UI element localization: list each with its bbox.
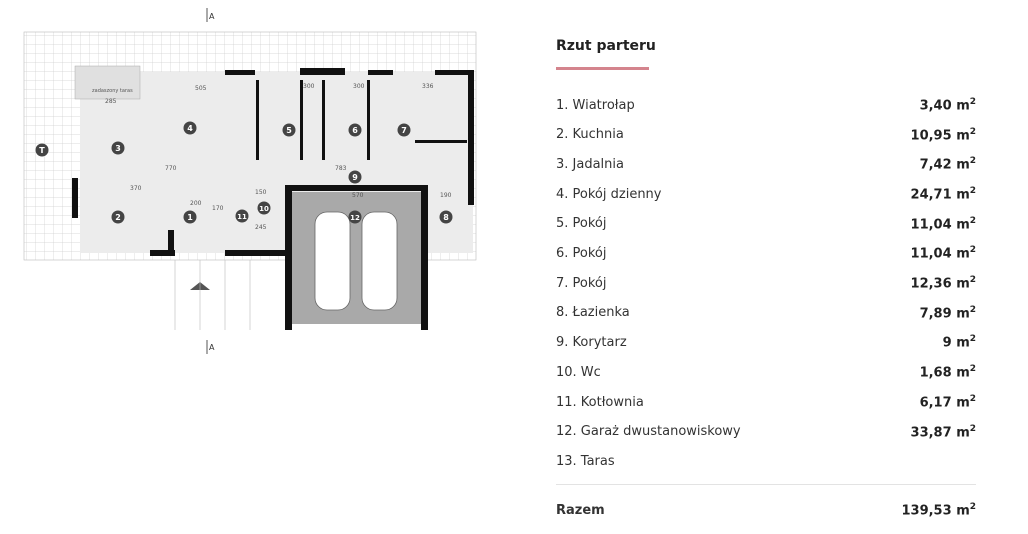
svg-text:3: 3	[115, 144, 121, 153]
dimension-label: 300	[303, 83, 315, 90]
room-area: 10,95 m2	[910, 126, 976, 143]
room-row: 10. Wc 1,68 m2	[556, 362, 976, 382]
room-marker: 3	[111, 141, 125, 155]
dimension-label: 245	[255, 224, 267, 231]
section-mark-top: A	[209, 12, 215, 21]
room-marker: 2	[111, 210, 125, 224]
cars	[314, 211, 398, 311]
room-area: 3,40 m2	[919, 96, 976, 114]
room-row: 13. Taras	[556, 451, 976, 471]
svg-text:12: 12	[350, 214, 360, 222]
svg-text:4: 4	[187, 124, 193, 133]
room-area: 9 m2	[942, 334, 976, 351]
room-row: 12. Garaż dwustanowiskowy 33,87 m2	[556, 422, 976, 442]
dimension-label: 190	[440, 192, 452, 199]
room-label: 4. Pokój dzienny	[556, 186, 662, 202]
room-row: 4. Pokój dzienny 24,71 m2	[556, 184, 976, 204]
divider	[556, 484, 976, 485]
room-label: 9. Korytarz	[556, 335, 627, 351]
room-marker: 8	[439, 210, 453, 224]
room-row: 2. Kuchnia 10,95 m2	[556, 125, 976, 145]
room-label: 3. Jadalnia	[556, 156, 624, 172]
total-label: Razem	[556, 502, 605, 518]
svg-text:1: 1	[187, 213, 193, 222]
room-label: 7. Pokój	[556, 275, 607, 291]
svg-text:9: 9	[352, 173, 358, 182]
terrace-note: zadaszony taras	[92, 88, 133, 94]
dimension-label: 570	[352, 192, 364, 199]
room-area: 1,68 m2	[919, 364, 976, 381]
dimension-label: 200	[190, 200, 202, 207]
room-label: 1. Wiatrołap	[556, 97, 635, 113]
svg-text:7: 7	[401, 126, 407, 135]
room-label: 10. Wc	[556, 364, 601, 380]
svg-text:11: 11	[237, 213, 247, 221]
dimension-label: 783	[335, 165, 347, 172]
room-label: 2. Kuchnia	[556, 127, 624, 143]
room-row: 11. Kotłownia 6,17 m2	[556, 392, 976, 412]
dimension-label: 170	[212, 205, 224, 212]
room-label: 5. Pokój	[556, 216, 607, 232]
room-row: 5. Pokój 11,04 m2	[556, 214, 976, 234]
stairs	[174, 260, 251, 330]
room-label: 8. Łazienka	[556, 305, 630, 321]
title-underline	[556, 67, 649, 70]
room-marker: 4	[183, 121, 197, 135]
room-marker: 5	[282, 123, 296, 137]
room-label: 11. Kotłownia	[556, 394, 644, 410]
room-row: 1. Wiatrołap 3,40 m2	[556, 95, 976, 115]
room-row: 6. Pokój 11,04 m2	[556, 244, 976, 264]
room-marker: T	[35, 143, 49, 157]
room-area: 11,04 m2	[910, 215, 976, 232]
room-area: 7,42 m2	[919, 156, 976, 173]
room-label: 6. Pokój	[556, 246, 607, 261]
dimension-label: 370	[130, 185, 142, 192]
room-marker: 7	[397, 123, 411, 137]
svg-text:T: T	[39, 146, 45, 155]
room-area: 6,17 m2	[919, 393, 976, 411]
dimension-label: 505	[195, 85, 207, 92]
room-area: 33,87 m2	[910, 423, 976, 440]
svg-text:5: 5	[286, 126, 292, 135]
svg-text:2: 2	[115, 213, 121, 222]
dimension-label: 336	[422, 83, 434, 90]
section-marks: A A	[206, 8, 215, 354]
dimension-label: 285	[105, 98, 117, 105]
dimension-label: 150	[255, 189, 267, 196]
total-row: Razem 139,53 m2	[556, 500, 976, 520]
room-row: 8. Łazienka 7,89 m2	[556, 303, 976, 323]
panel-title: Rzut parteru	[556, 38, 656, 54]
room-marker: 1	[183, 210, 197, 224]
total-area: 139,53 m2	[901, 501, 976, 519]
room-marker: 12	[348, 210, 362, 224]
dimension-label: 770	[165, 165, 177, 172]
room-row: 9. Korytarz 9 m2	[556, 333, 976, 353]
room-area: 11,04 m2	[910, 245, 976, 262]
room-marker: 10	[257, 201, 271, 215]
svg-text:10: 10	[259, 205, 269, 213]
walls	[72, 68, 474, 330]
room-row: 3. Jadalnia 7,42 m2	[556, 154, 976, 174]
room-row: 7. Pokój 12,36 m2	[556, 273, 976, 293]
covered-terrace	[74, 65, 141, 100]
svg-text:6: 6	[352, 126, 358, 135]
room-area: 12,36 m2	[910, 275, 976, 292]
svg-text:8: 8	[443, 213, 449, 222]
room-area: 7,89 m2	[919, 304, 976, 322]
room-label: 13. Taras	[556, 453, 615, 469]
dimension-label: 300	[353, 83, 365, 90]
room-marker: 11	[235, 209, 249, 223]
room-marker: 6	[348, 123, 362, 137]
room-area: 24,71 m2	[910, 185, 976, 203]
room-marker: 9	[348, 170, 362, 184]
room-label: 12. Garaż dwustanowiskowy	[556, 424, 741, 440]
section-mark-bottom: A	[209, 343, 215, 352]
